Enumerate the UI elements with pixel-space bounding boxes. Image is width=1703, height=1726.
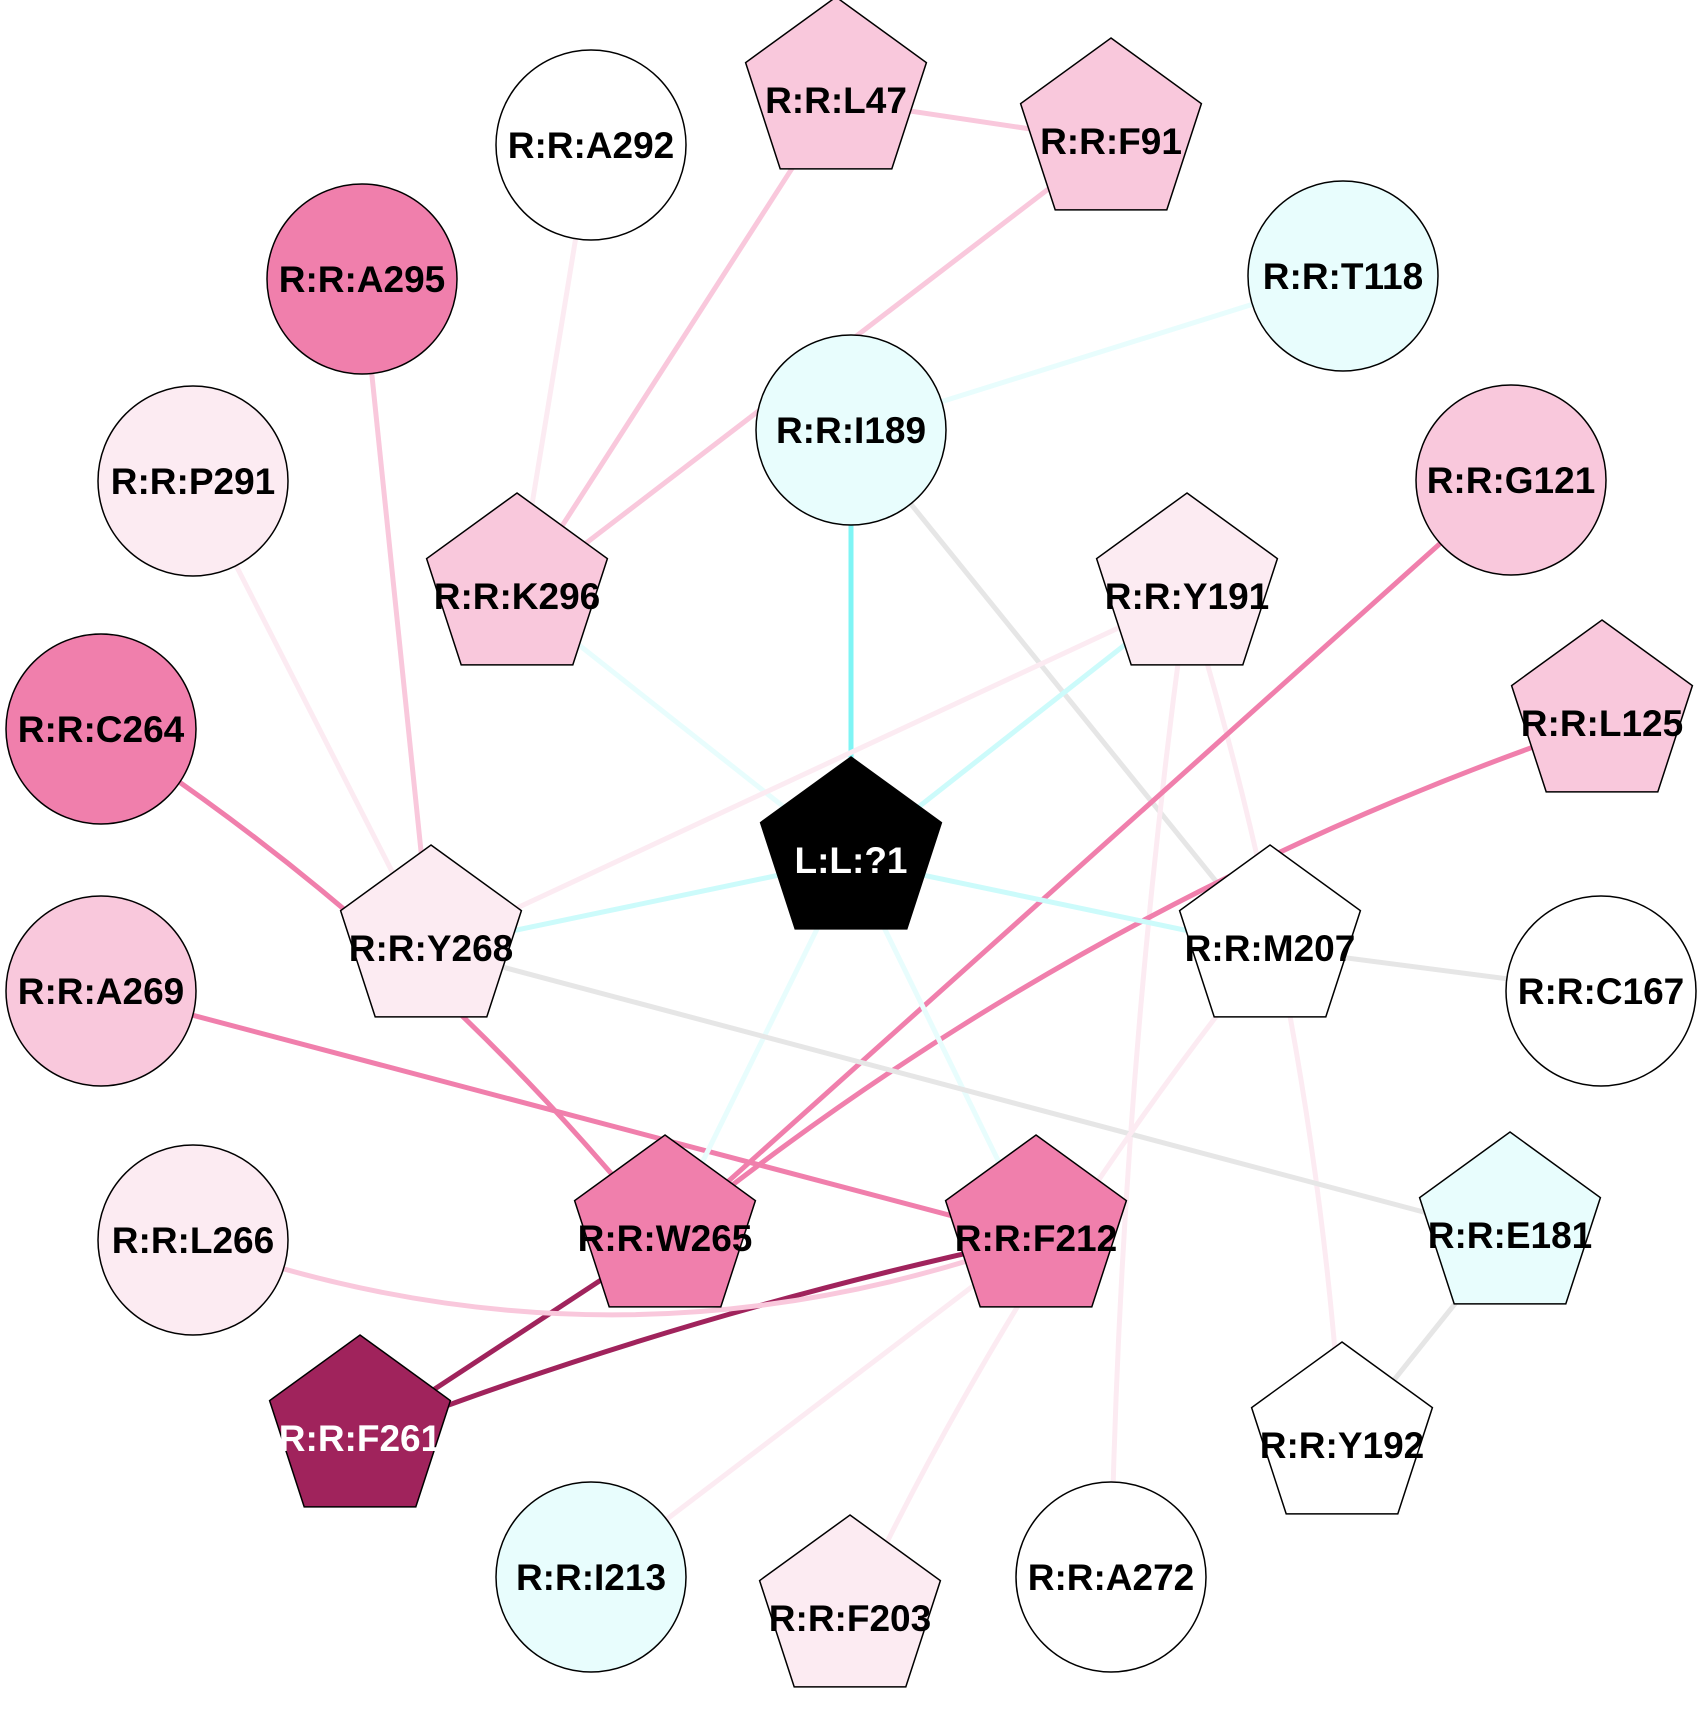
node-shape-r-r-f91 xyxy=(1019,37,1203,211)
node-label-l-l-1: L:L:?1 xyxy=(794,840,907,881)
node-shape-r-r-m207 xyxy=(1178,844,1362,1018)
node-shape-r-r-y192 xyxy=(1250,1341,1434,1515)
node-shape-r-r-f261 xyxy=(268,1334,452,1508)
node-r-r-c264: R:R:C264 xyxy=(5,633,197,825)
node-r-r-i213: R:R:I213 xyxy=(495,1481,687,1673)
node-r-r-f203: R:R:F203 xyxy=(758,1514,942,1688)
node-shape-r-r-l125 xyxy=(1510,619,1694,793)
node-r-r-l266: R:R:L266 xyxy=(97,1144,289,1336)
node-r-r-w265: R:R:W265 xyxy=(573,1134,757,1308)
node-label-r-r-p291: R:R:P291 xyxy=(111,461,276,502)
node-label-r-r-t118: R:R:T118 xyxy=(1263,256,1423,297)
node-l-l-1: L:L:?1 xyxy=(759,756,943,930)
node-shape-r-r-f203 xyxy=(758,1514,942,1688)
node-shape-r-r-l266 xyxy=(97,1144,289,1336)
node-shape-r-r-a292 xyxy=(495,49,687,241)
node-label-r-r-l266: R:R:L266 xyxy=(112,1220,274,1261)
edge-r-r-y191-r-r-a272 xyxy=(1108,595,1190,1578)
node-label-r-r-c264: R:R:C264 xyxy=(18,709,185,750)
node-shape-r-r-g121 xyxy=(1415,384,1607,576)
node-shape-r-r-e181 xyxy=(1418,1131,1602,1305)
node-r-r-f261: R:R:F261 xyxy=(268,1334,452,1508)
edge-r-r-f212-r-r-l266 xyxy=(192,1235,1037,1318)
node-r-r-g121: R:R:G121 xyxy=(1415,384,1607,576)
node-r-r-l47: R:R:L47 xyxy=(744,0,928,170)
node-r-r-k296: R:R:K296 xyxy=(425,492,609,666)
node-shape-r-r-a295 xyxy=(266,183,458,375)
node-label-r-r-f212: R:R:F212 xyxy=(955,1218,1117,1259)
edge-r-r-g121-r-r-w265 xyxy=(663,478,1513,1240)
node-r-r-t118: R:R:T118 xyxy=(1247,180,1439,372)
node-r-r-f91: R:R:F91 xyxy=(1019,37,1203,211)
node-label-r-r-f91: R:R:F91 xyxy=(1040,121,1182,162)
node-shape-r-r-y191 xyxy=(1095,492,1279,666)
node-r-r-y192: R:R:Y192 xyxy=(1250,1341,1434,1515)
node-label-r-r-a295: R:R:A295 xyxy=(279,259,446,300)
node-r-r-a295: R:R:A295 xyxy=(266,183,458,375)
node-r-r-y191: R:R:Y191 xyxy=(1095,492,1279,666)
edge-r-r-f212-r-r-f261 xyxy=(359,1235,1037,1441)
node-r-r-f212: R:R:F212 xyxy=(944,1134,1128,1308)
node-label-r-r-y268: R:R:Y268 xyxy=(349,928,514,969)
node-layer: L:L:?1R:R:L47R:R:F91R:R:A292R:R:T118R:R:… xyxy=(5,0,1697,1688)
node-shape-r-r-i213 xyxy=(495,1481,687,1673)
node-label-r-r-f261: R:R:F261 xyxy=(279,1418,441,1459)
node-r-r-a292: R:R:A292 xyxy=(495,49,687,241)
node-r-r-m207: R:R:M207 xyxy=(1178,844,1362,1018)
node-shape-r-r-y268 xyxy=(339,844,523,1018)
node-r-r-a272: R:R:A272 xyxy=(1015,1481,1207,1673)
node-r-r-y268: R:R:Y268 xyxy=(339,844,523,1018)
node-shape-r-r-a269 xyxy=(5,895,197,1087)
node-r-r-c167: R:R:C167 xyxy=(1505,895,1697,1087)
node-shape-r-r-k296 xyxy=(425,492,609,666)
node-shape-r-r-f212 xyxy=(944,1134,1128,1308)
node-label-r-r-a272: R:R:A272 xyxy=(1028,1557,1195,1598)
edge-r-r-y268-r-r-e181 xyxy=(430,945,1511,1238)
node-shape-r-r-l47 xyxy=(744,0,928,170)
edge-r-r-a295-r-r-y268 xyxy=(359,278,434,949)
node-label-r-r-w265: R:R:W265 xyxy=(578,1218,753,1259)
edge-r-r-l125-r-r-w265 xyxy=(663,720,1603,1240)
node-label-r-r-m207: R:R:M207 xyxy=(1185,928,1356,969)
node-label-r-r-f203: R:R:F203 xyxy=(769,1598,931,1639)
node-shape-r-r-i189 xyxy=(755,334,947,526)
node-label-r-r-a269: R:R:A269 xyxy=(18,971,185,1012)
node-shape-r-r-t118 xyxy=(1247,180,1439,372)
node-r-r-e181: R:R:E181 xyxy=(1418,1131,1602,1305)
node-label-r-r-i213: R:R:I213 xyxy=(516,1557,666,1598)
node-label-r-r-c167: R:R:C167 xyxy=(1518,971,1685,1012)
node-label-r-r-g121: R:R:G121 xyxy=(1427,460,1596,501)
node-shape-r-r-a272 xyxy=(1015,1481,1207,1673)
node-label-r-r-l47: R:R:L47 xyxy=(765,80,907,121)
node-shape-r-r-c167 xyxy=(1505,895,1697,1087)
node-label-r-r-i189: R:R:I189 xyxy=(776,410,926,451)
node-shape-r-r-c264 xyxy=(5,633,197,825)
node-r-r-a269: R:R:A269 xyxy=(5,895,197,1087)
node-shape-r-r-w265 xyxy=(573,1134,757,1308)
node-label-r-r-k296: R:R:K296 xyxy=(434,576,601,617)
node-label-r-r-a292: R:R:A292 xyxy=(508,125,675,166)
node-r-r-l125: R:R:L125 xyxy=(1510,619,1694,793)
node-label-r-r-l125: R:R:L125 xyxy=(1521,703,1683,744)
node-shape-l-l-1 xyxy=(759,756,943,930)
node-r-r-i189: R:R:I189 xyxy=(755,334,947,526)
node-shape-r-r-p291 xyxy=(97,385,289,577)
node-r-r-p291: R:R:P291 xyxy=(97,385,289,577)
node-label-r-r-y192: R:R:Y192 xyxy=(1260,1425,1425,1466)
node-label-r-r-y191: R:R:Y191 xyxy=(1105,576,1270,617)
node-label-r-r-e181: R:R:E181 xyxy=(1428,1215,1593,1256)
edge-r-r-y191-r-r-y268 xyxy=(429,593,1189,951)
edge-r-r-a269-r-r-f212 xyxy=(100,988,1037,1241)
